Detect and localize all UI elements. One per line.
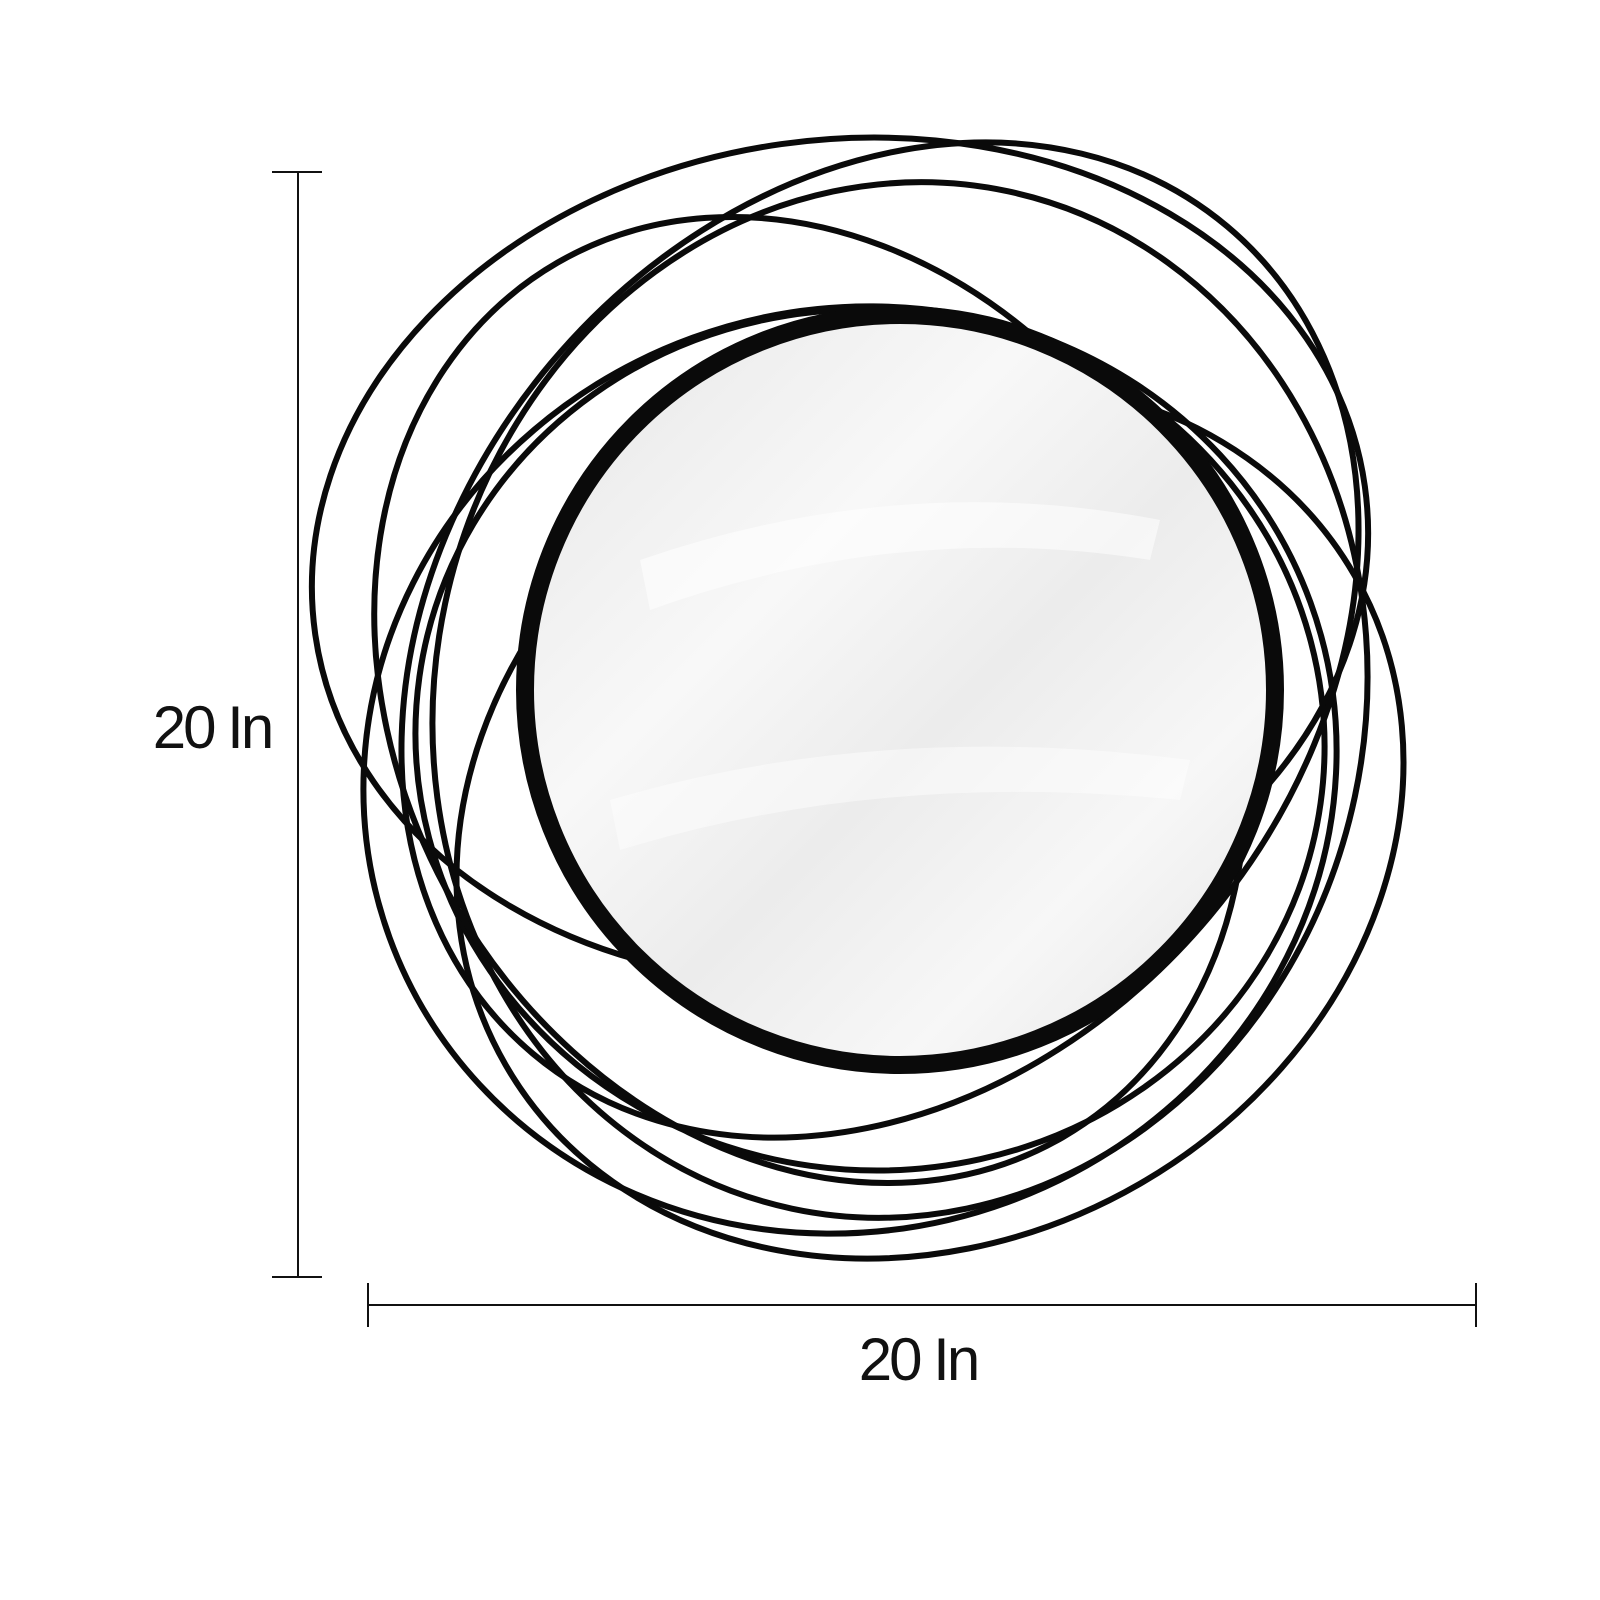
width-label: 20 In xyxy=(859,1326,977,1393)
wire-loop xyxy=(360,303,1340,1237)
mirror-reflection xyxy=(640,502,1160,610)
width-dimension xyxy=(367,1283,1477,1327)
height-dimension xyxy=(272,171,322,1278)
mirror-reflection xyxy=(610,746,1190,850)
mirror-glass xyxy=(516,306,1284,1074)
height-label: 20 In xyxy=(153,694,271,761)
mirror xyxy=(516,306,1284,1074)
wire-loop xyxy=(429,179,1371,1221)
